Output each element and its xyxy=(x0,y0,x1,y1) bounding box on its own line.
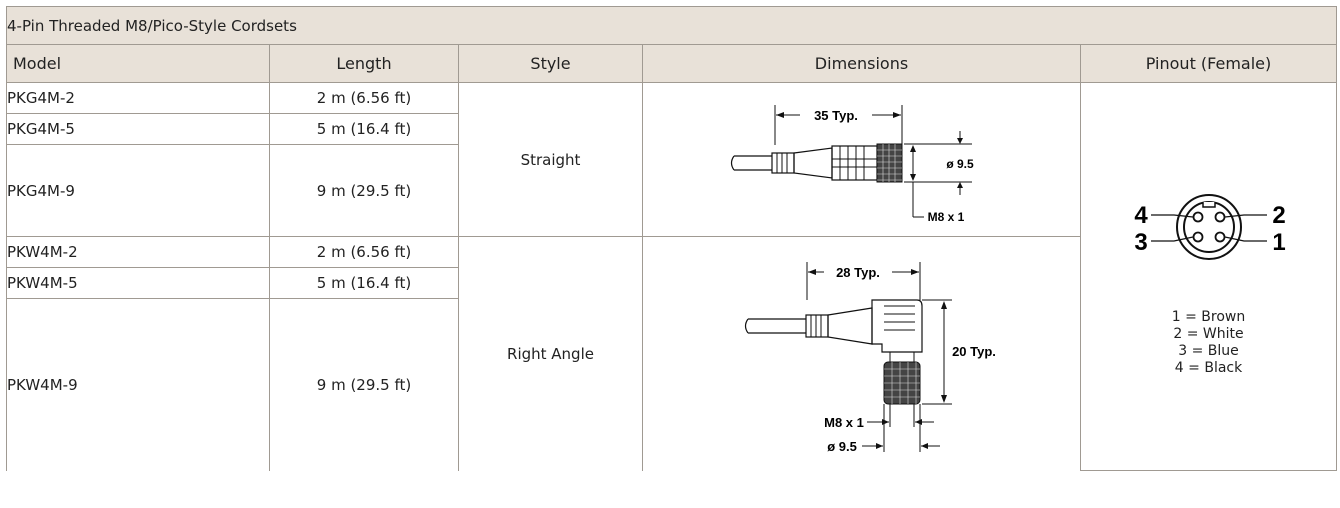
column-header-pinout: Pinout (Female) xyxy=(1079,44,1338,83)
height-dim-label-ra: 20 Typ. xyxy=(952,344,996,359)
legend-item: 2 = White xyxy=(1173,325,1244,342)
dimension-drawing-right-angle: 28 Typ. xyxy=(642,236,1081,471)
length-cell: 5 m (16.4 ft) xyxy=(269,113,459,145)
length-cell: 2 m (6.56 ft) xyxy=(269,82,459,114)
pin-1-icon xyxy=(1214,231,1225,242)
length-dim-label: 35 Typ. xyxy=(814,108,858,123)
model-cell: PKW4M-2 xyxy=(6,236,270,268)
legend-item: 1 = Brown xyxy=(1171,308,1246,325)
column-header-model: Model xyxy=(6,44,270,83)
column-header-dimensions: Dimensions xyxy=(642,44,1081,83)
model-cell: PKG4M-2 xyxy=(6,82,270,114)
model-cell: PKW4M-9 xyxy=(6,298,270,471)
pin-4-icon xyxy=(1192,211,1203,222)
thread-dim-label: M8 x 1 xyxy=(927,210,964,223)
pinout-cell: 4 2 3 1 1 = Brown 2 = White 3 = Blue 4 =… xyxy=(1079,82,1338,471)
length-cell: 5 m (16.4 ft) xyxy=(269,267,459,299)
straight-connector-drawing: 35 Typ. xyxy=(730,104,974,224)
pin-label-4: 4 xyxy=(1134,202,1148,229)
table-row: PKG4M-5 5 m (16.4 ft) xyxy=(6,113,1337,145)
legend-item: 3 = Blue xyxy=(1178,342,1239,359)
pinout-legend: 1 = Brown 2 = White 3 = Blue 4 = Black xyxy=(1081,309,1336,377)
diameter-dim-label: ø 9.5 xyxy=(946,157,974,171)
column-header-style: Style xyxy=(458,44,643,83)
table-row: PKW4M-2 2 m (6.56 ft) Right Angle 28 Typ… xyxy=(6,236,1337,471)
diameter-dim-label-ra: ø 9.5 xyxy=(827,439,857,454)
length-cell: 2 m (6.56 ft) xyxy=(269,236,459,268)
style-cell-straight: Straight xyxy=(458,82,643,237)
pin-label-2: 2 xyxy=(1272,202,1285,229)
style-cell-right-angle: Right Angle xyxy=(458,236,643,471)
thread-dim-label-ra: M8 x 1 xyxy=(824,415,864,430)
table-title: 4-Pin Threaded M8/Pico-Style Cordsets xyxy=(5,6,1338,45)
table-row: PKG4M-9 9 m (29.5 ft) xyxy=(6,144,1337,237)
legend-item: 4 = Black xyxy=(1174,359,1243,376)
right-angle-connector-drawing: 28 Typ. xyxy=(744,261,996,454)
cordset-spec-table: 4-Pin Threaded M8/Pico-Style Cordsets Mo… xyxy=(5,6,1338,471)
pin-label-1: 1 xyxy=(1272,229,1285,256)
table-row: PKW4M-5 5 m (16.4 ft) xyxy=(6,267,1337,299)
table-row: PKW4M-9 9 m (29.5 ft) xyxy=(6,298,1337,471)
model-cell: PKG4M-9 xyxy=(6,144,270,237)
length-cell: 9 m (29.5 ft) xyxy=(269,298,459,471)
length-cell: 9 m (29.5 ft) xyxy=(269,144,459,237)
dimension-drawing-straight: 35 Typ. xyxy=(642,82,1081,237)
table-row: PKG4M-2 2 m (6.56 ft) Straight 35 Typ. xyxy=(6,82,1338,471)
pinout-diagram: 4 2 3 1 xyxy=(1134,193,1285,260)
pin-2-icon xyxy=(1214,211,1225,222)
pin-3-icon xyxy=(1192,231,1203,242)
column-header-length: Length xyxy=(269,44,459,83)
length-dim-label-ra: 28 Typ. xyxy=(836,265,880,280)
pin-label-3: 3 xyxy=(1134,229,1147,256)
model-cell: PKG4M-5 xyxy=(6,113,270,145)
model-cell: PKW4M-5 xyxy=(6,267,270,299)
